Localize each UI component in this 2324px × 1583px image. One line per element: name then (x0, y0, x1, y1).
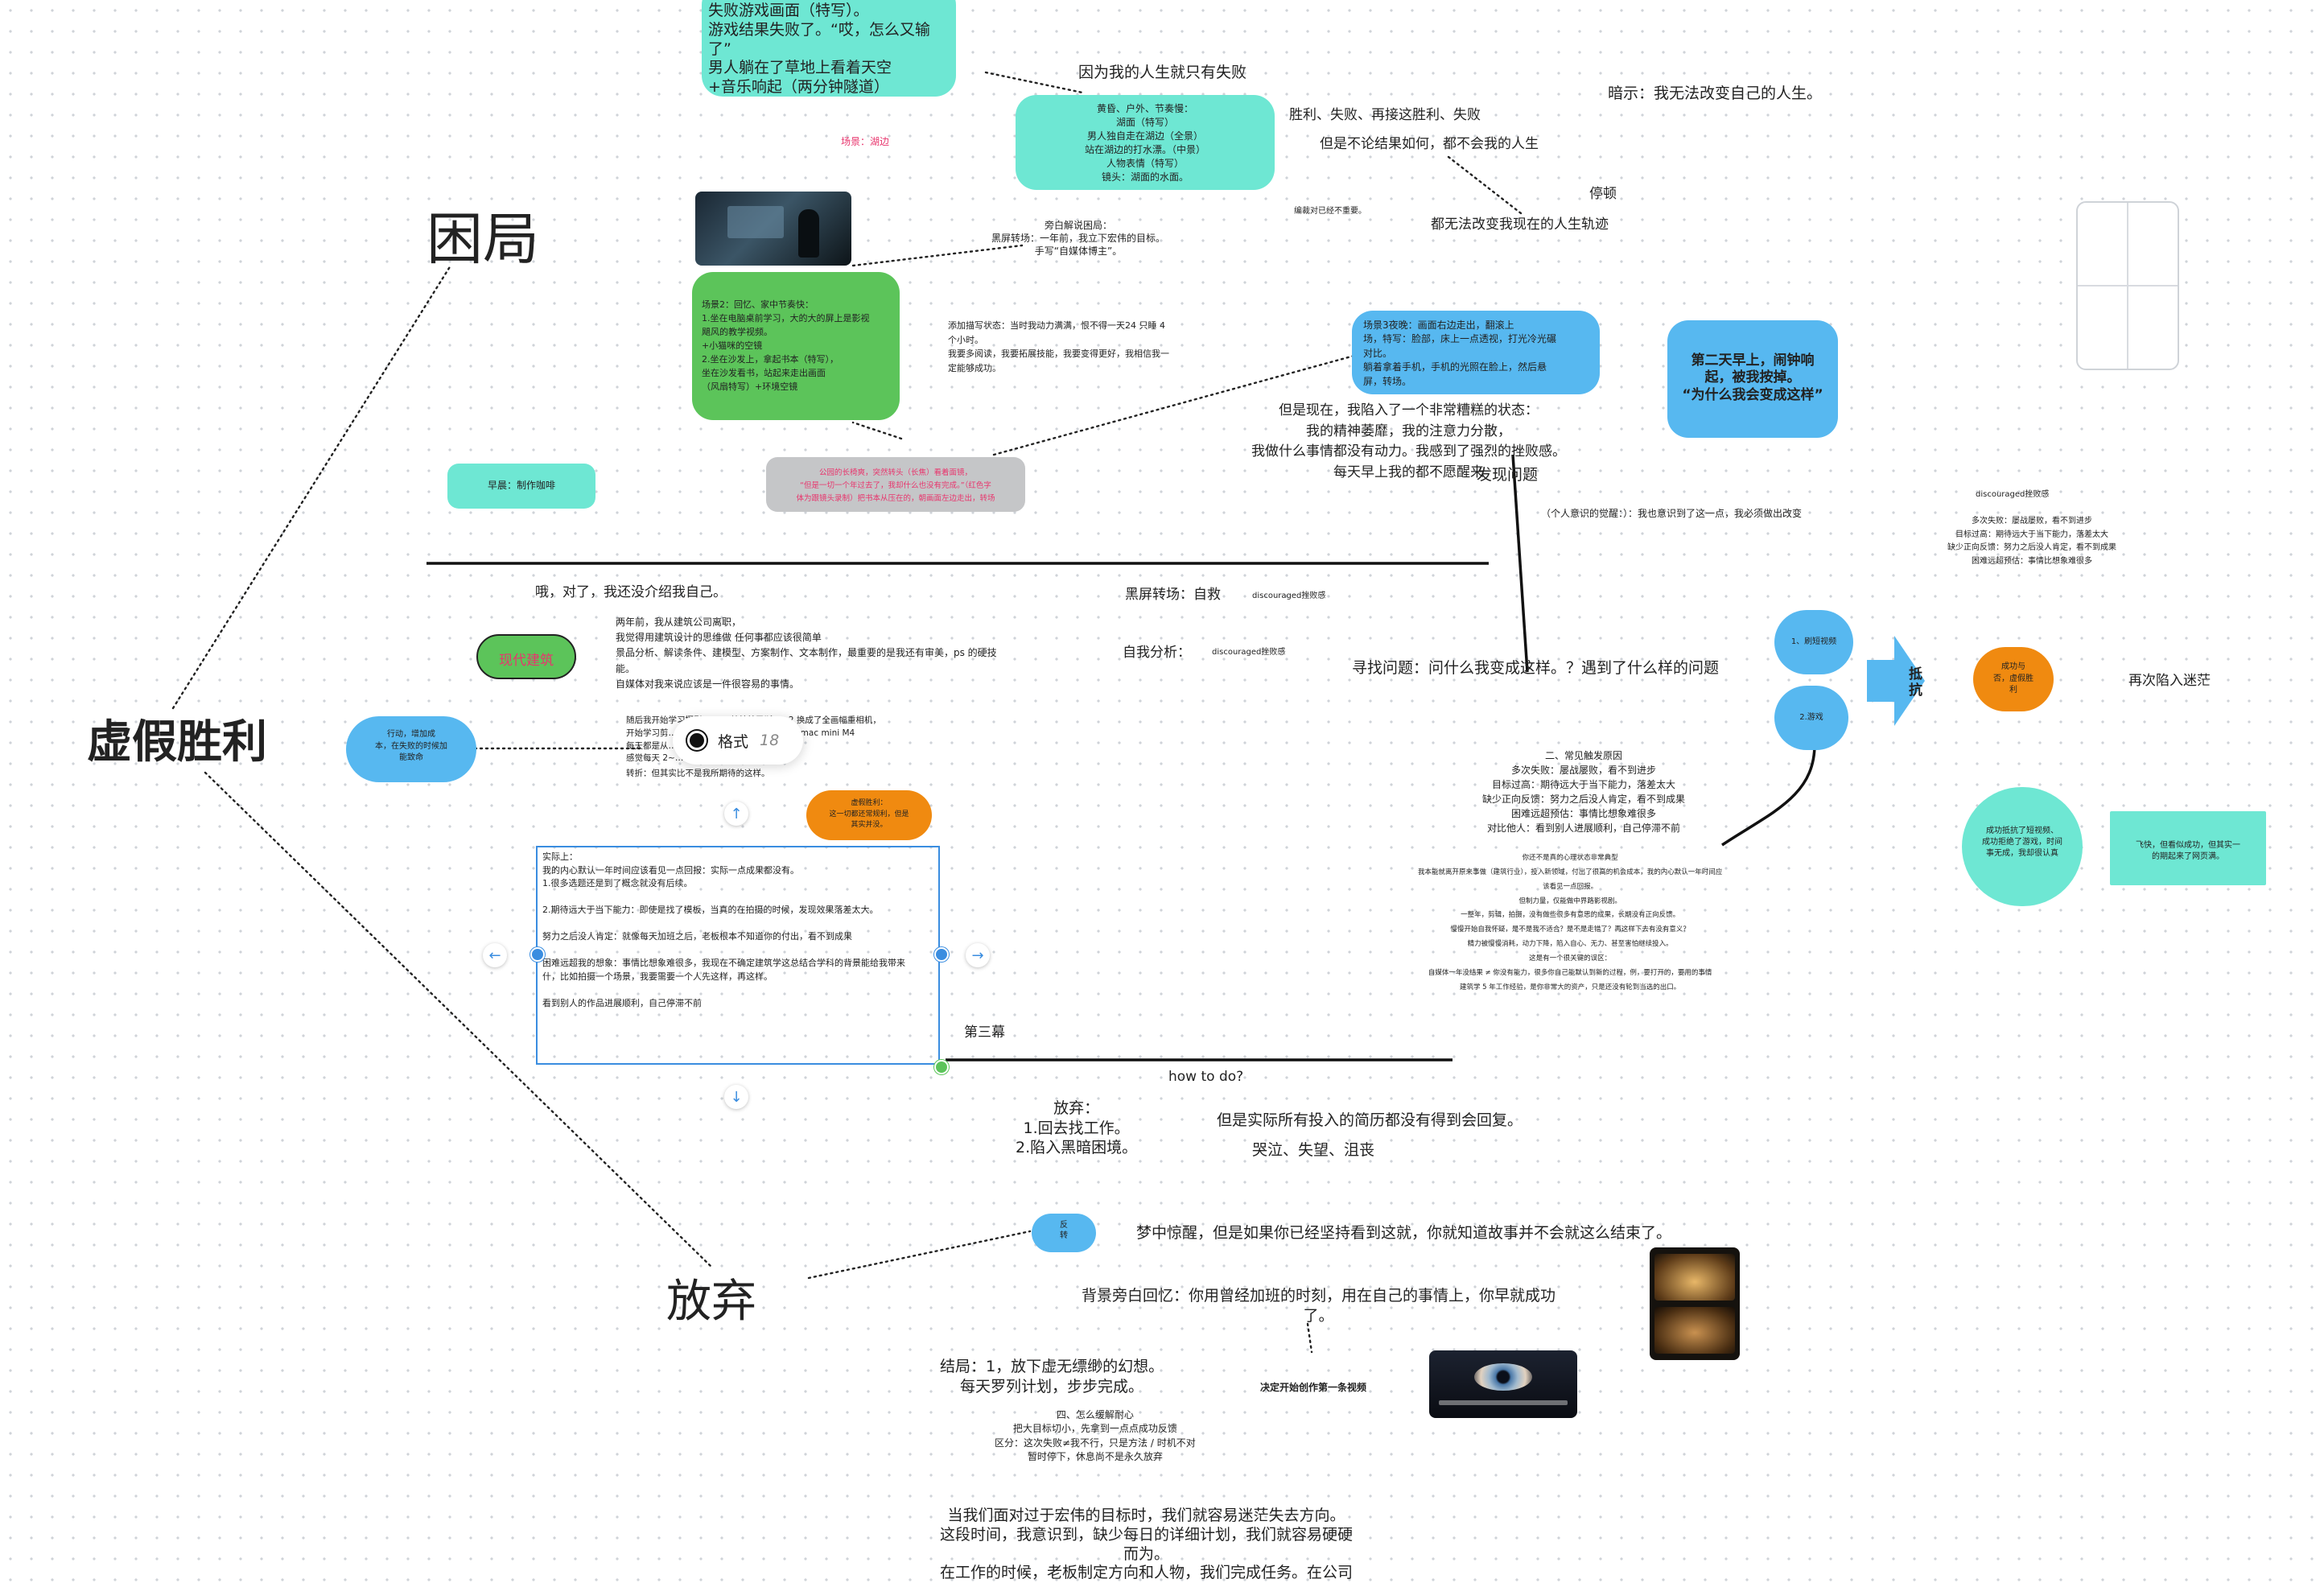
game-oval[interactable]: 2.游戏 (1774, 686, 1848, 750)
discouraged-top[interactable]: discouraged挫败感 (1976, 490, 2050, 499)
discouraged-list[interactable]: 多次失败：屡战屡败，看不到进步 目标过高：期待远大于当下能力，落差太大 缺少正向… (1947, 517, 2116, 566)
discouraged-2[interactable]: discouraged挫败感 (1252, 592, 1326, 600)
how-to-do-text[interactable]: how to do? (1168, 1069, 1244, 1085)
modern-arch-oval[interactable]: 现代建筑 (476, 634, 576, 679)
resize-handle-right[interactable] (934, 947, 949, 962)
topic-kunju[interactable]: 困局 (426, 206, 539, 272)
hint-text[interactable]: 暗示：我无法改变自己的人生。 (1608, 85, 1823, 102)
fail-game-card[interactable]: 失败游戏画面（特写）。 游戏结果失败了。“哎，怎么又输了” 男人躺在了草地上看着… (702, 0, 956, 97)
arrow-down-icon[interactable]: ↓ (724, 1085, 748, 1109)
reverse-oval[interactable]: 反 转 (1032, 1214, 1096, 1252)
edit-hint[interactable]: 编裁对已经不重要。 (1294, 207, 1366, 216)
fly-text: 飞快，但看似成功，但其实一 的期起来了网页满。 (2136, 841, 2240, 861)
narration-text[interactable]: 旁白解说困局： 黑屏转场：一年前，我立下宏伟的目标。 手写“自媒体博主”。 (991, 220, 1166, 258)
scene3-card[interactable]: 场景3夜晚：画面右边走出，翻滚上 场，特写：脸部，床上一点透视，打光冷光碾 对比… (1352, 311, 1600, 394)
resize-handle-corner[interactable] (934, 1060, 949, 1074)
eye-thumbnail[interactable] (1429, 1350, 1577, 1418)
topic-fangqi[interactable]: 放弃 (666, 1276, 756, 1328)
action-oval-text: 行动，增加成 本，在失败的时候加 能致命 (375, 730, 447, 762)
discouraged-3[interactable]: discouraged挫败感 (1212, 648, 1286, 657)
fly-card[interactable]: 飞快，但看似成功，但其实一 的期起来了网页满。 (2110, 811, 2266, 885)
success-fake-oval[interactable]: 成功与 否，虚假胜 利 (1973, 647, 2054, 711)
park-card[interactable]: 公园的长椅爽，突然转头（长焦）看着面镜， “但是一切一个年过去了，我却什么也没有… (766, 457, 1025, 512)
scene2-card[interactable]: 场景2：回忆、家中节奏快： 1.坐在电脑桌前学习，大的大的屏上是影视 飓风的教学… (692, 272, 900, 420)
find-question-text[interactable]: 寻找问题：问什么我变成这样。？遇到了什么样的问题 (1352, 659, 1720, 677)
action-oval[interactable]: 行动，增加成 本，在失败的时候加 能致命 (346, 716, 476, 782)
give-up-list[interactable]: 放弃： 1.回去找工作。 2.陷入黑暗困境。 (1016, 1099, 1138, 1157)
backstory-text[interactable]: 背景旁白回忆：你用曾经加班的时刻，用在自己的事情上，你早就成功 了。 (1082, 1287, 1556, 1325)
intro-text[interactable]: 哦，对了，我还没介绍我自己。 (535, 584, 727, 600)
scene-hint[interactable]: 场景：湖边 (841, 136, 890, 147)
short-video-text: 1、刷短视频 (1790, 637, 1837, 646)
scene2-card-text: 场景2：回忆、家中节奏快： 1.坐在电脑桌前学习，大的大的屏上是影视 飓风的教学… (702, 299, 870, 393)
pause-text[interactable]: 停顿 (1589, 186, 1617, 202)
food-thumbnail[interactable] (1650, 1247, 1740, 1360)
resist-success-text: 成功抵抗了短视频、 成功拒绝了游戏，时间 事无成，我却很认真 (1982, 827, 2062, 858)
format-icon[interactable] (687, 731, 707, 750)
intro-body[interactable]: 两年前，我从建筑公司离职， 我觉得用建筑设计的思维做 任何事都应该很简单 景品分… (616, 616, 997, 690)
breakfast-text: 早晨：制作咖啡 (487, 480, 555, 491)
reasons-text[interactable]: 二、常见触发原因 多次失败：屡战屡败，看不到进步 目标过高：期待远大于当下能力，… (1482, 750, 1686, 834)
turn-text[interactable]: 转折：但其实比不是我所期待的这样。 (626, 769, 770, 778)
success-fake-text: 成功与 否，虚假胜 利 (1993, 662, 2034, 695)
but-all-text[interactable]: 但是实际所有投入的简历都没有得到会回复。 (1217, 1111, 1523, 1129)
next-day-card-text: 第二天早上，闹钟响 起，被我按掉。 “为什么我会变成这样” (1682, 352, 1823, 403)
bottom-text[interactable]: 当我们面对过于宏伟的目标时，我们就容易迷茫失去方向。 这段时间，我意识到，缺少每… (940, 1507, 1354, 1582)
breakfast-card[interactable]: 早晨：制作咖啡 (447, 464, 595, 509)
no-matter-text[interactable]: 但是不论结果如何，都不会我的人生 (1320, 136, 1539, 152)
cry-text[interactable]: 哭泣、失望、沮丧 (1252, 1141, 1375, 1159)
arrow-right-icon[interactable]: → (966, 943, 990, 967)
ending-text[interactable]: 结局：1，放下虚无缥缈的幻想。 每天罗列计划，步步完成。 (940, 1358, 1164, 1395)
short-video-oval[interactable]: 1、刷短视频 (1774, 610, 1853, 674)
actually-textbox-text: 实际上： 我的内心默认一年时间应该看见一点回报：实际一点成果都没有。 1.很多选… (542, 851, 905, 1008)
resist-text[interactable]: 抵 抗 (1909, 666, 1922, 699)
lost-again-text[interactable]: 再次陷入迷茫 (2128, 673, 2211, 689)
analysis-paragraph[interactable]: 你还不是真的心理状态非常典型 我本能就离开原来事做（建筑行业），投入新领域，付出… (1418, 854, 1723, 991)
modern-arch-text: 现代建筑 (499, 653, 554, 669)
resize-handle-left[interactable] (530, 947, 545, 962)
fake-win-oval-text: 虚假胜利： 这一切都还常规利，但是 其实并没。 (829, 799, 909, 829)
topic-xujia[interactable]: 虚假胜利 (87, 716, 267, 769)
format-toolbar[interactable]: 格式 18 (673, 716, 803, 765)
reverse-oval-text: 反 转 (1060, 1221, 1068, 1240)
cant-change-text[interactable]: 都无法改变我现在的人生轨迹 (1431, 216, 1609, 233)
find-problem-text[interactable]: 发现问题 (1477, 466, 1539, 484)
park-card-text: 公园的长椅爽，突然转头（长焦）看着面镜， “但是一切一个年过去了，我却什么也没有… (796, 468, 995, 504)
arrow-up-icon[interactable]: ↑ (724, 802, 748, 826)
next-day-card[interactable]: 第二天早上，闹钟响 起，被我按掉。 “为什么我会变成这样” (1667, 320, 1838, 438)
actually-textbox[interactable]: 实际上： 我的内心默认一年时间应该看见一点回报：实际一点成果都没有。 1.很多选… (536, 846, 940, 1065)
fake-win-oval[interactable]: 虚假胜利： 这一切都还常规利，但是 其实并没。 (806, 790, 932, 840)
format-size[interactable]: 18 (760, 732, 780, 749)
video-thumbnail[interactable] (695, 192, 851, 266)
lake-card-text: 黄昏、户外、节奏慢： 湖面（特写） 男人独自走在湖边（全景） 站在湖边的打水漂。… (1084, 103, 1205, 183)
self-analysis-text[interactable]: 自我分析： (1123, 645, 1191, 661)
resist-success-oval[interactable]: 成功抵抗了短视频、 成功拒绝了游戏，时间 事无成，我却很认真 (1962, 787, 2083, 906)
arrow-left-icon[interactable]: ← (483, 943, 507, 967)
section4-text[interactable]: 四、怎么缓解耐心 把大目标切小，先拿到一点点成功反馈 区分：这次失败≠我不行，只… (995, 1409, 1196, 1463)
fail-game-card-text: 失败游戏画面（特写）。 游戏结果失败了。“哎，怎么又输了” 男人躺在了草地上看着… (708, 2, 930, 96)
game-text: 2.游戏 (1799, 713, 1823, 722)
wake-up-text[interactable]: 梦中惊醒，但是如果你已经坚持看到这就，你就知道故事并不会就这么结束了。 (1136, 1224, 1672, 1242)
because-text[interactable]: 因为我的人生就只有失败 (1078, 64, 1247, 81)
empty-frame[interactable] (2076, 201, 2179, 370)
scene3-card-text: 场景3夜晚：画面右边走出，翻滚上 场，特写：脸部，床上一点透视，打光冷光碾 对比… (1363, 319, 1557, 387)
lake-card[interactable]: 黄昏、户外、节奏慢： 湖面（特写） 男人独自走在湖边（全景） 站在湖边的打水漂。… (1016, 95, 1275, 190)
win-fail-text[interactable]: 胜利、失败、再接这胜利、失败 (1289, 107, 1481, 123)
add-state-text[interactable]: 添加描写状态：当时我动力满满，恨不得一天24 只睡 4 个小时。 我要多阅读，我… (948, 320, 1169, 373)
format-label[interactable]: 格式 (718, 732, 749, 751)
black-transition-text[interactable]: 黑屏转场：自救 (1125, 587, 1221, 603)
decide-first-text[interactable]: 决定开始创作第一条视频 (1260, 1382, 1367, 1393)
arrow-right-big-icon (1867, 636, 1925, 726)
aware-text[interactable]: （个人意识的觉醒：）：我也意识到了这一点，我必须做出改变 (1541, 508, 1803, 519)
third-act-text[interactable]: 第三幕 (964, 1024, 1005, 1041)
but-now-text[interactable]: 但是现在，我陷入了一个非常糟糕的状态： 我的精神萎靡，我的注意力分散， 我做什么… (1251, 402, 1566, 480)
